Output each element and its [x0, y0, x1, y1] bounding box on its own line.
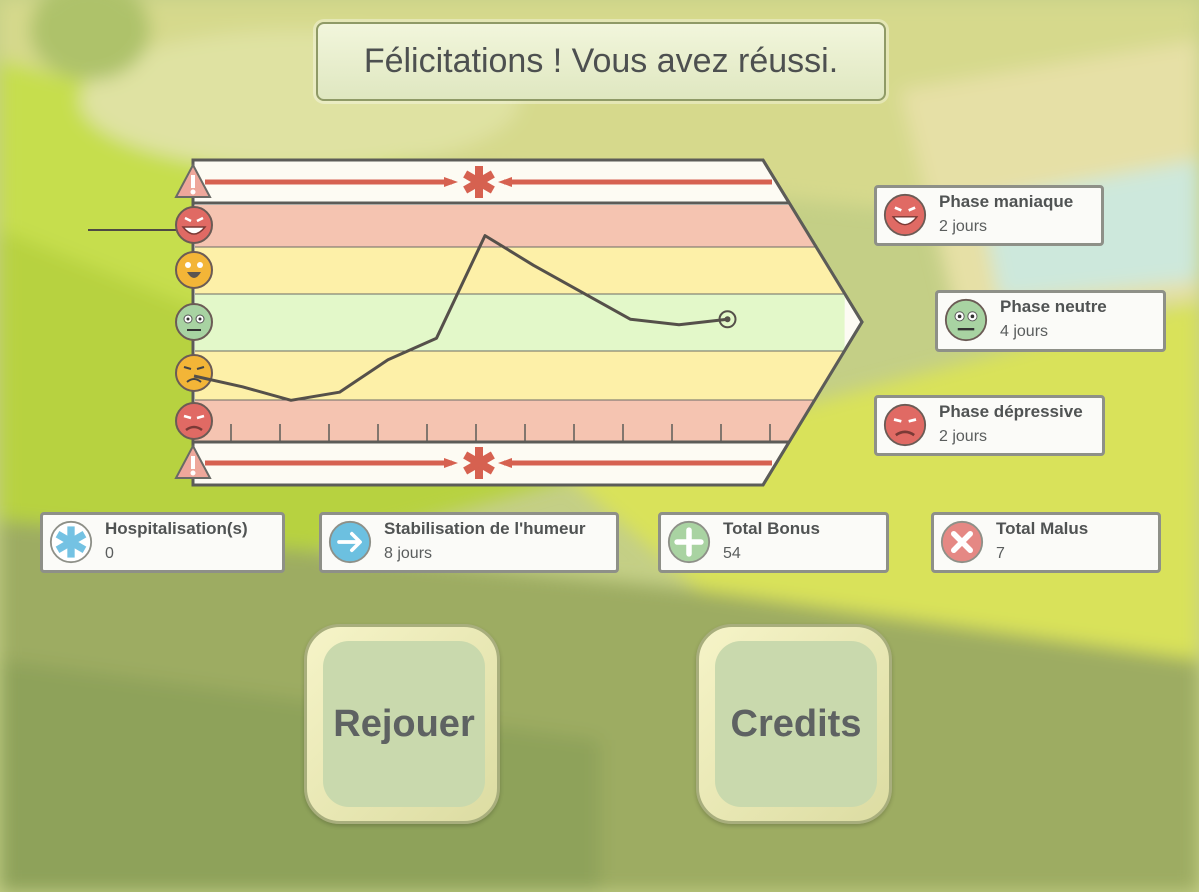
credits-button-label: Credits: [715, 641, 877, 807]
mood-bands: [195, 205, 845, 442]
phase-value: 2 jours: [939, 428, 988, 445]
mood-line: [193, 234, 728, 402]
stat-card-bonus: Total Bonus 54: [658, 512, 889, 573]
end-marker-ring: [718, 310, 737, 329]
manic-face-icon: [175, 206, 213, 244]
band-neutre: [195, 294, 845, 351]
arrow-right-icon: [328, 520, 372, 564]
replay-button[interactable]: Rejouer: [304, 624, 500, 824]
stat-label: Total Bonus: [723, 519, 820, 538]
credits-button[interactable]: Credits: [696, 624, 892, 824]
replay-button-label: Rejouer: [323, 641, 485, 807]
stat-card-hospitalisation: Hospitalisation(s) 0: [40, 512, 285, 573]
depressed-face-icon: [175, 402, 213, 440]
neutral-face-icon: [944, 298, 988, 342]
stat-card-malus: Total Malus 7: [931, 512, 1161, 573]
stat-value: 7: [996, 545, 1005, 562]
phase-label: Phase dépressive: [939, 402, 1083, 421]
top-danger-stripe: [205, 166, 772, 198]
band-maniaque: [195, 205, 816, 247]
asterisk-icon: [463, 447, 495, 479]
sad-face-icon: [175, 354, 213, 392]
stat-value: 8 jours: [384, 545, 433, 562]
phase-label: Phase maniaque: [939, 192, 1074, 211]
cross-icon: [940, 520, 984, 564]
phase-card-depressive: Phase dépressive 2 jours: [874, 395, 1105, 456]
end-marker-dot: [724, 316, 731, 323]
phase-card-manic: Phase maniaque 2 jours: [874, 185, 1104, 246]
asterisk-icon: [49, 520, 93, 564]
manic-face-icon: [883, 193, 927, 237]
result-title: Félicitations ! Vous avez réussi.: [316, 22, 886, 101]
band-subdépressif: [195, 351, 845, 400]
phase-label: Phase neutre: [1000, 297, 1107, 316]
stat-label: Stabilisation de l'humeur: [384, 519, 586, 538]
mood-end-marker: [718, 310, 737, 329]
phase-value: 2 jours: [939, 218, 988, 235]
band-dépressif: [195, 400, 816, 442]
stat-label: Hospitalisation(s): [105, 519, 248, 538]
bottom-danger-stripe: [205, 447, 772, 479]
warning-top-icon: [174, 162, 212, 198]
stat-card-stabilisation: Stabilisation de l'humeur 8 jours: [319, 512, 619, 573]
plus-icon: [667, 520, 711, 564]
stat-value: 0: [105, 545, 114, 562]
depressed-face-icon: [883, 403, 927, 447]
happy-face-icon: [175, 251, 213, 289]
stat-value: 54: [723, 545, 741, 562]
x-ticks: [230, 424, 771, 441]
neutral-face-icon: [175, 303, 213, 341]
stat-label: Total Malus: [996, 519, 1089, 538]
phase-card-neutral: Phase neutre 4 jours: [935, 290, 1166, 352]
band-hypomaniaque: [195, 247, 845, 294]
asterisk-icon: [463, 166, 495, 198]
warning-bottom-icon: [174, 443, 212, 479]
phase-value: 4 jours: [1000, 323, 1049, 340]
